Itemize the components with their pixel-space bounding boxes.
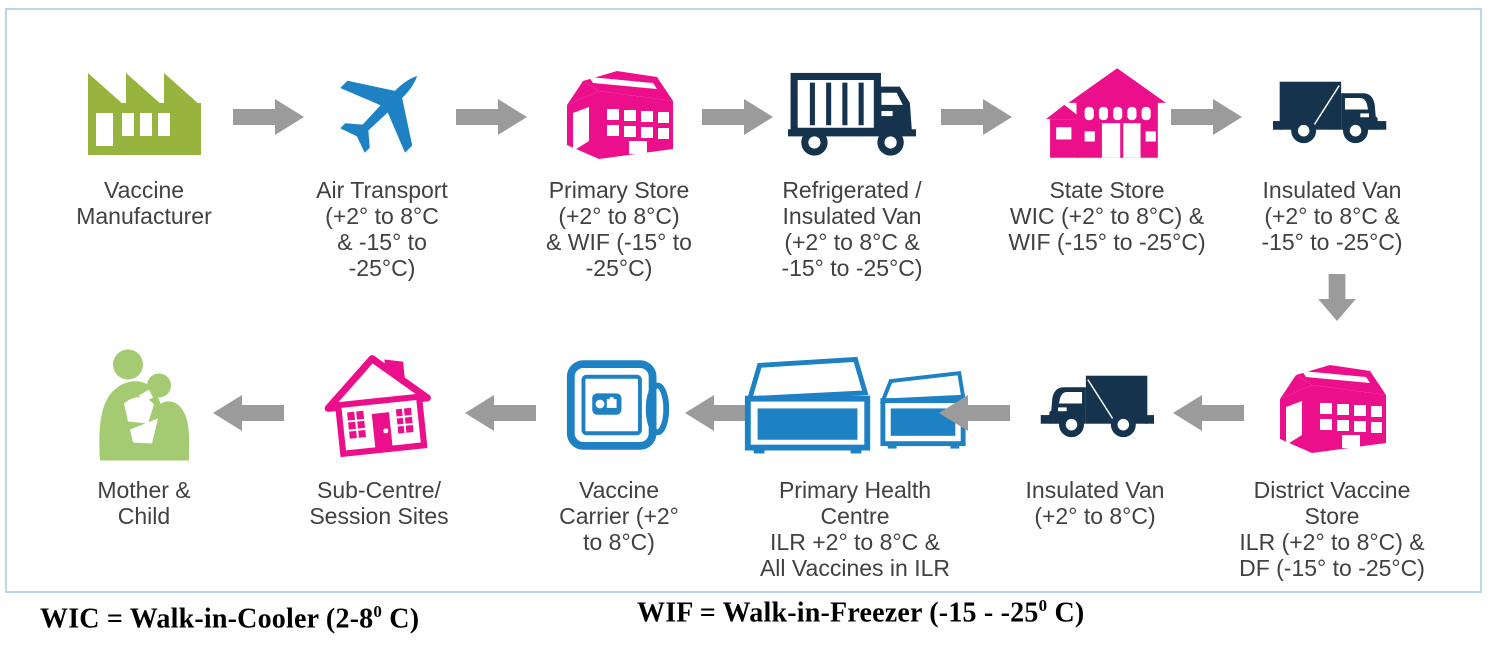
footnote-wic: WIC = Walk-in-Cooler (2-80 C)	[40, 602, 419, 635]
node-label: Vaccine Carrier (+2° to 8°C)	[559, 477, 679, 555]
flow-arrow-left-icon	[212, 394, 284, 432]
flow-arrow-right-icon	[702, 98, 774, 136]
vaccine-carrier-icon	[504, 343, 734, 467]
vaccine-carrier-icon	[566, 360, 670, 450]
footnote-wic-text: WIC = Walk-in-Cooler (2-8	[40, 603, 374, 635]
van-left-icon	[980, 343, 1210, 467]
state-store-icon	[1046, 68, 1166, 158]
node-label: State Store WIC (+2° to 8°C) & WIF (-15°…	[1008, 177, 1206, 255]
box-truck-icon	[737, 55, 967, 167]
airplane-icon	[267, 55, 497, 167]
flow-arrow-right-icon	[456, 98, 528, 136]
node-refrigerated-van: Refrigerated / Insulated Van (+2° to 8°C…	[737, 55, 967, 281]
node-vaccine-manufacturer: Vaccine Manufacturer	[29, 55, 259, 229]
node-label: Sub-Centre/ Session Sites	[309, 477, 449, 529]
van-icon	[1217, 55, 1447, 167]
footnote-wic-superscript: 0	[373, 602, 383, 621]
cold-chain-diagram-box: Vaccine Manufacturer Air Transport (+2° …	[5, 8, 1482, 593]
van-icon	[1272, 81, 1387, 144]
footnote-wif: WIF = Walk-in-Freezer (-15 - -250 C)	[637, 596, 1084, 629]
node-air-transport: Air Transport (+2° to 8°C & -15° to -25°…	[267, 55, 497, 281]
node-district-vaccine-store: District Vaccine Store ILR (+2° to 8°C) …	[1217, 343, 1447, 581]
node-vaccine-carrier: Vaccine Carrier (+2° to 8°C)	[504, 343, 734, 555]
flow-arrow-right-icon	[233, 98, 305, 136]
node-label: Vaccine Manufacturer	[76, 177, 212, 229]
footnote-wic-suffix: C)	[382, 603, 420, 635]
node-label: District Vaccine Store ILR (+2° to 8°C) …	[1239, 477, 1425, 581]
mother-child-icon	[29, 343, 259, 467]
state-store-icon	[992, 55, 1222, 167]
sub-centre-house-icon	[264, 343, 494, 467]
flow-arrow-left-icon	[938, 394, 1010, 432]
node-insulated-van-top: Insulated Van (+2° to 8°C & -15° to -25°…	[1217, 55, 1447, 255]
node-label: Air Transport (+2° to 8°C & -15° to -25°…	[316, 177, 448, 281]
warehouse-icon	[1217, 343, 1447, 467]
node-mother-and-child: Mother & Child	[29, 343, 259, 529]
node-label: Refrigerated / Insulated Van (+2° to 8°C…	[781, 177, 923, 281]
footnote-wif-text: WIF = Walk-in-Freezer (-15 - -25	[637, 597, 1039, 629]
warehouse-icon	[567, 71, 673, 159]
airplane-icon	[340, 75, 418, 153]
flow-arrow-left-icon	[684, 394, 756, 432]
warehouse-icon	[504, 55, 734, 167]
node-label: Insulated Van (+2° to 8°C & -15° to -25°…	[1261, 177, 1403, 255]
node-label: Primary Store (+2° to 8°C) & WIF (-15° t…	[546, 177, 692, 281]
sub-centre-house-icon	[324, 355, 431, 458]
factory-icon	[87, 73, 201, 155]
node-label: Insulated Van (+2° to 8°C)	[1025, 477, 1165, 529]
node-label: Primary Health Centre ILR +2° to 8°C & A…	[759, 477, 951, 581]
flow-arrow-down-icon	[1317, 274, 1357, 322]
factory-icon	[29, 55, 259, 167]
node-primary-health-centre: Primary Health Centre ILR +2° to 8°C & A…	[740, 343, 970, 581]
cold-boxes-icon	[744, 356, 966, 454]
flow-arrow-left-icon	[464, 394, 536, 432]
box-truck-icon	[788, 72, 916, 156]
cold-boxes-icon	[740, 343, 970, 467]
footnote-wif-superscript: 0	[1038, 596, 1048, 615]
node-state-store: State Store WIC (+2° to 8°C) & WIF (-15°…	[992, 55, 1222, 255]
node-sub-centre: Sub-Centre/ Session Sites	[264, 343, 494, 529]
flow-arrow-right-icon	[1171, 98, 1243, 136]
node-insulated-van-bottom: Insulated Van (+2° to 8°C)	[980, 343, 1210, 529]
node-label: Mother & Child	[97, 477, 191, 529]
flow-arrow-right-icon	[941, 98, 1013, 136]
mother-child-icon	[98, 349, 189, 461]
node-primary-store: Primary Store (+2° to 8°C) & WIF (-15° t…	[504, 55, 734, 281]
warehouse-icon	[1280, 365, 1386, 453]
van-left-icon	[1040, 375, 1155, 438]
flow-arrow-left-icon	[1172, 394, 1244, 432]
footnote-wif-suffix: C)	[1047, 597, 1085, 629]
